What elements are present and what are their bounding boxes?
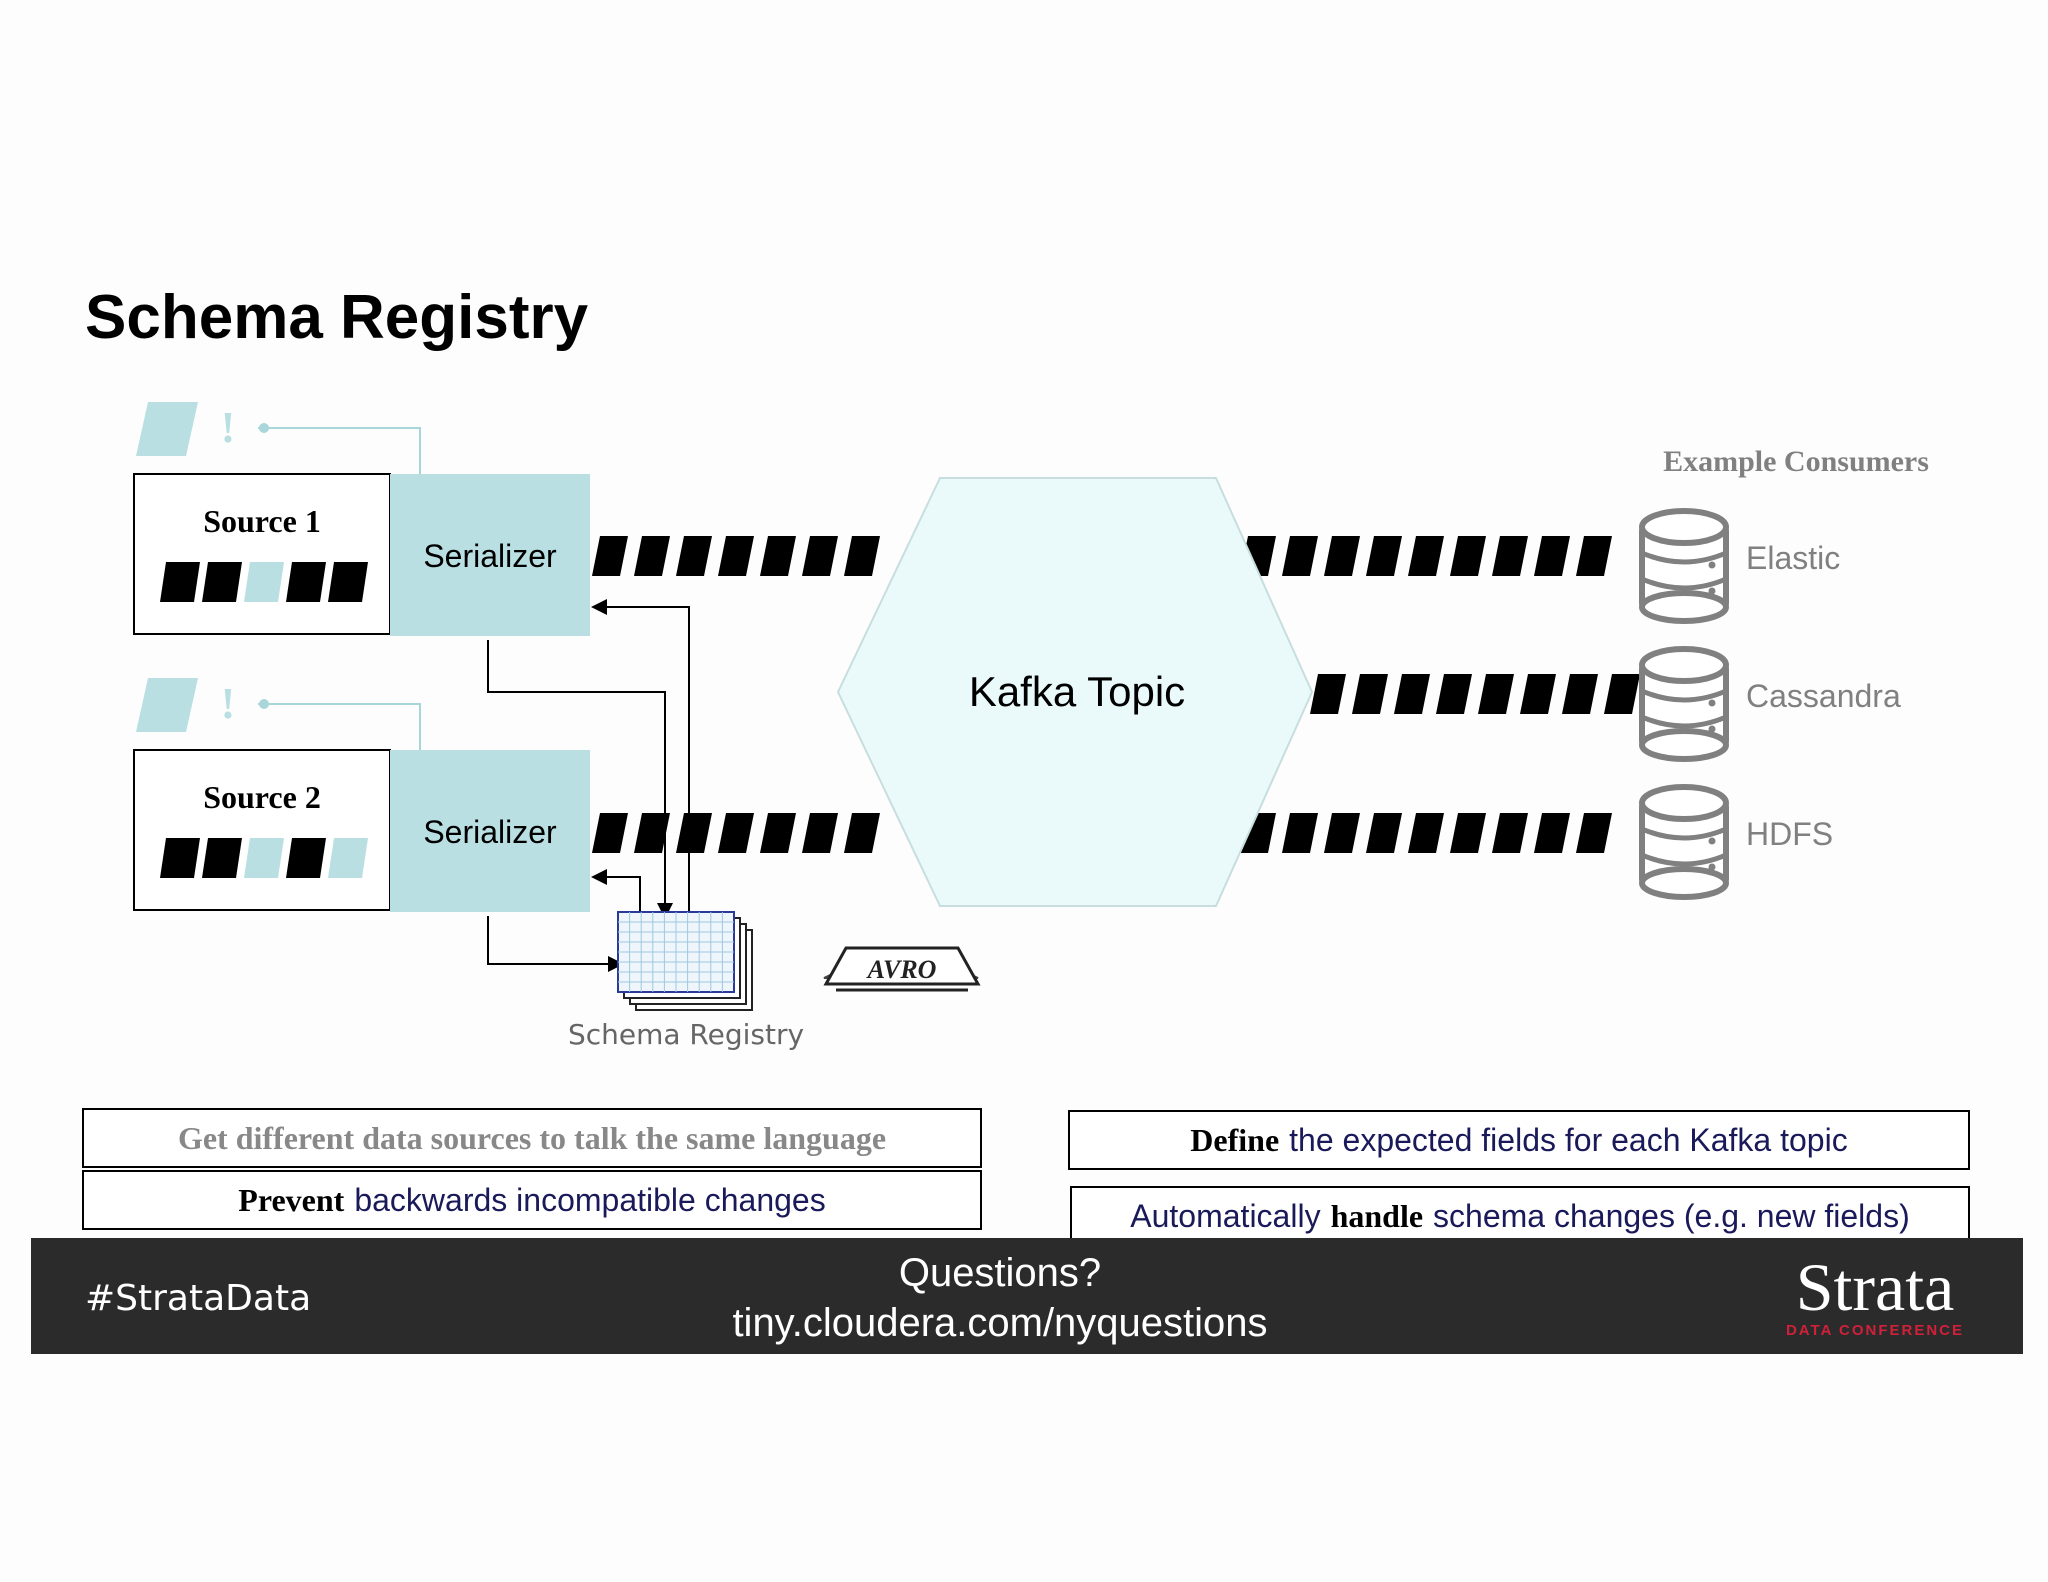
source-1-box: Source 1 [133, 473, 391, 635]
database-icon [1639, 784, 1729, 900]
record-block [286, 838, 326, 878]
caption-left-bottom-bold: Prevent [238, 1181, 345, 1218]
stream-record [1282, 813, 1318, 853]
consumer-label-elastic: Elastic [1746, 540, 1840, 576]
caption-right-bottom: Automatically handle schema changes (e.g… [1070, 1186, 1970, 1246]
kafka-topic: Kafka Topic [836, 477, 1314, 907]
record-block [202, 562, 242, 602]
stream-record [1366, 536, 1402, 576]
record-block [244, 562, 284, 602]
stream-record [1352, 674, 1388, 714]
stream-record [1310, 674, 1346, 714]
caption-right-bottom-pre: Automatically [1130, 1197, 1321, 1234]
stream-record [676, 536, 712, 576]
consumer-label-hdfs: HDFS [1746, 816, 1833, 852]
footer-questions: Questions? tiny.cloudera.com/nyquestions [700, 1248, 1300, 1348]
stream-record [676, 813, 712, 853]
stream-record [802, 536, 838, 576]
caption-right-bottom-bold: handle [1330, 1197, 1424, 1234]
stream-record [844, 536, 880, 576]
schema-registry-label: Schema Registry [568, 1018, 804, 1051]
record-block [202, 838, 242, 878]
stream-record [1436, 674, 1472, 714]
caption-left-top: Get different data sources to talk the s… [82, 1108, 982, 1168]
source-1-label: Source 1 [203, 503, 321, 539]
kafka-topic-label: Kafka Topic [969, 668, 1185, 715]
record-block [160, 838, 200, 878]
footer-question-link[interactable]: tiny.cloudera.com/nyquestions [732, 1301, 1268, 1345]
record-block [328, 562, 368, 602]
stream-record [634, 536, 670, 576]
caption-left-bottom: Prevent backwards incompatible changes [82, 1170, 982, 1230]
warning-indicator-2: ! [136, 678, 421, 750]
serializer-1-label: Serializer [423, 538, 557, 574]
stream-record [634, 813, 670, 853]
stream-record [1562, 674, 1598, 714]
stream-record [1450, 536, 1486, 576]
serializer-2-label: Serializer [423, 814, 557, 850]
stream-record [1366, 813, 1402, 853]
stream-record [760, 813, 796, 853]
stream-record [1492, 813, 1528, 853]
strata-logo-subtitle: DATA CONFERENCE [1785, 1322, 1965, 1339]
strata-logo: Strata DATA CONFERENCE [1775, 1252, 1975, 1339]
caption-right-top: Define the expected fields for each Kafk… [1068, 1110, 1970, 1170]
caption-right-top-bold: Define [1190, 1121, 1280, 1158]
stream-record [718, 536, 754, 576]
database-icon [1639, 508, 1729, 624]
caption-right-top-text: the expected fields for each Kafka topic [1289, 1121, 1848, 1158]
database-icon [1639, 646, 1729, 762]
schema-registry-icon [617, 911, 753, 1011]
source-2-record-pattern [160, 838, 368, 878]
stream-record [1576, 536, 1612, 576]
footer-hashtag: #StrataData [85, 1278, 312, 1319]
stream-record [1394, 674, 1430, 714]
stream-record [718, 813, 754, 853]
footer-question-line-1: Questions? [898, 1251, 1102, 1295]
stream-record [1534, 813, 1570, 853]
footer-bar [31, 1238, 2023, 1354]
stream-record [1492, 536, 1528, 576]
warning-mark-1: ! [221, 403, 236, 452]
consumer-label-cassandra: Cassandra [1746, 678, 1901, 714]
consumers-title: Example Consumers [1663, 445, 1929, 478]
record-block [286, 562, 326, 602]
stream-record [802, 813, 838, 853]
serializer-1: Serializer [390, 474, 590, 636]
strata-logo-name: Strata [1795, 1249, 1955, 1325]
slide-title: Schema Registry [85, 283, 589, 352]
avro-logo: AVRO [823, 946, 981, 992]
warning-indicator-1: ! [136, 402, 421, 474]
record-block [328, 838, 368, 878]
stream-record [760, 536, 796, 576]
stream-record [592, 536, 628, 576]
stream-record [1282, 536, 1318, 576]
stream-record [1408, 813, 1444, 853]
source-2-label: Source 2 [203, 779, 321, 815]
record-block [244, 838, 284, 878]
caption-left-top-text: Get different data sources to talk the s… [177, 1119, 887, 1156]
registry-connectors [487, 599, 690, 972]
avro-logo-text: AVRO [866, 955, 937, 984]
stream-record [1324, 536, 1360, 576]
warning-mark-2: ! [221, 679, 236, 728]
caption-right-bottom-text: schema changes (e.g. new fields) [1433, 1197, 1910, 1234]
stream-record [1534, 536, 1570, 576]
stream-record [1478, 674, 1514, 714]
stream-record [1604, 674, 1640, 714]
serializer-2: Serializer [390, 750, 590, 912]
stream-record [1450, 813, 1486, 853]
caption-left-bottom-text: backwards incompatible changes [354, 1181, 826, 1218]
stream-record [1324, 813, 1360, 853]
stream-record [1576, 813, 1612, 853]
source-1-record-pattern [160, 562, 368, 602]
stream-record [844, 813, 880, 853]
record-block [160, 562, 200, 602]
stream-record [1408, 536, 1444, 576]
stream-record [592, 813, 628, 853]
source-2-box: Source 2 [133, 749, 391, 911]
stream-record [1520, 674, 1556, 714]
